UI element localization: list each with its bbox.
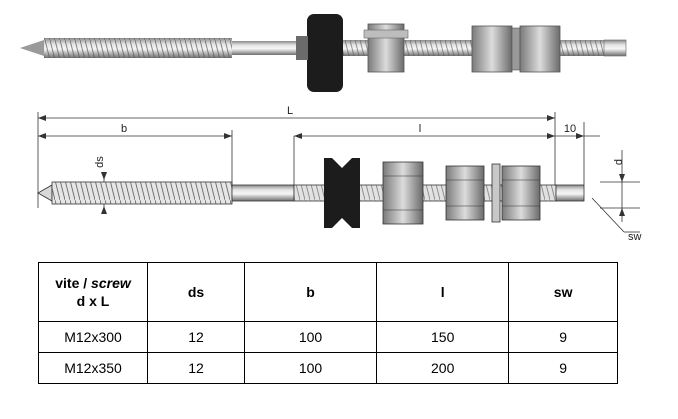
technical-figure: L b l 10 ds d sw xyxy=(20,14,642,243)
dim-label-10: 10 xyxy=(564,123,576,135)
cell-size: M12x350 xyxy=(38,352,148,384)
cell-ds: 12 xyxy=(147,352,245,384)
table-header-row: vite / screw d x L ds b l sw xyxy=(38,262,618,322)
cell-l: 150 xyxy=(376,321,510,353)
dim-label-ds: ds xyxy=(94,156,106,168)
cell-sw: 9 xyxy=(508,321,618,353)
header-sw: sw xyxy=(508,262,618,322)
spec-table: vite / screw d x L ds b l sw M12x300 12 … xyxy=(38,262,618,384)
bolt-photo-seal xyxy=(307,14,343,92)
table-row: M12x350 12 100 200 9 xyxy=(38,352,618,384)
header-b: b xyxy=(243,262,378,322)
cell-b: 100 xyxy=(243,352,378,384)
bolt-photo xyxy=(20,14,627,92)
header-l: l xyxy=(376,262,510,322)
cell-l: 200 xyxy=(376,352,510,384)
cell-ds: 12 xyxy=(147,321,245,353)
dimension-drawing xyxy=(37,112,640,233)
table-row: M12x300 12 100 150 9 xyxy=(38,321,618,353)
header-size: vite / screw d x L xyxy=(38,262,148,322)
cell-b: 100 xyxy=(243,321,378,353)
header-ds: ds xyxy=(147,262,245,322)
seal-profile-icon xyxy=(324,158,360,228)
dim-label-b: b xyxy=(121,123,127,135)
dim-label-l: l xyxy=(419,123,421,135)
cell-sw: 9 xyxy=(508,352,618,384)
cell-size: M12x300 xyxy=(38,321,148,353)
dim-label-d: d xyxy=(613,159,625,165)
dim-label-L: L xyxy=(287,105,293,117)
dim-label-sw: sw xyxy=(628,231,642,243)
bolt-photo-tip xyxy=(20,40,44,56)
bolt-drawing xyxy=(37,158,585,228)
